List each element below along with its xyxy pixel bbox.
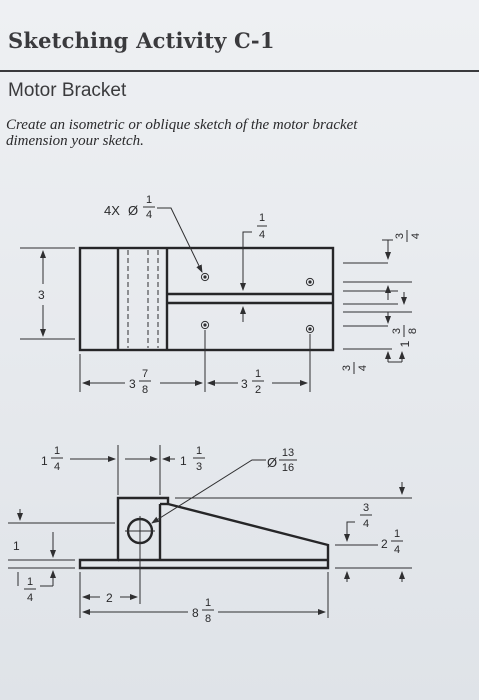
- dim-upright-offset: 1 1 3: [162, 445, 205, 473]
- dim-front-right: 3 4 2 1 4: [175, 482, 412, 582]
- front-view: 1 1 4 1 1 3 Ø 13 16: [8, 445, 412, 625]
- dim-whole: 3: [241, 377, 248, 391]
- dim-hole-diameter: Ø 13 16: [151, 447, 297, 524]
- instructions-line-1: Create an isometric or oblique sketch of…: [6, 117, 358, 133]
- dim-num: 13: [282, 447, 294, 459]
- dim-num: 3: [341, 365, 353, 371]
- dim-num: 3: [394, 233, 406, 239]
- hole-center: [308, 327, 312, 331]
- mounting-hole: [200, 272, 210, 282]
- dim-den: 8: [407, 328, 419, 334]
- leader-line: [151, 459, 266, 524]
- dim-den: 4: [394, 544, 400, 556]
- dim-num: 1: [205, 597, 211, 609]
- dim-den: 8: [205, 613, 211, 625]
- instructions-line-2: dimension your sketch.: [6, 133, 144, 149]
- dim-right-bottom: 3 4: [341, 362, 369, 374]
- instructions: Create an isometric or oblique sketch of…: [6, 117, 479, 149]
- dim-den: 4: [357, 365, 369, 371]
- callout-prefix: 4X: [104, 203, 120, 218]
- dim-num: 1: [54, 445, 60, 457]
- title-rule: [0, 70, 479, 72]
- callout-den: 4: [146, 209, 152, 221]
- dim-den: 4: [410, 233, 422, 239]
- dim-left-height: 1: [13, 539, 20, 553]
- dim-right-top: 3 4: [394, 230, 422, 242]
- dim-text: 3: [38, 288, 45, 302]
- mounting-hole: [305, 277, 315, 287]
- dim-den: 8: [142, 384, 148, 396]
- hole-center: [203, 323, 207, 327]
- dim-den: 4: [54, 461, 60, 473]
- mounting-hole: [305, 324, 315, 334]
- dim-num: 1: [394, 528, 400, 540]
- dim-den: 3: [196, 461, 202, 473]
- callout-num: 1: [146, 194, 152, 206]
- mounting-hole: [200, 320, 210, 330]
- dim-upright-width: 2: [106, 591, 113, 605]
- dim-right-stack: 3 4 1 3 8 3 4: [341, 230, 422, 374]
- dim-whole: 1: [398, 340, 412, 347]
- dim-den: 4: [363, 518, 369, 530]
- activity-subtitle: Motor Bracket: [8, 80, 127, 101]
- dim-num: 1: [196, 445, 202, 457]
- hole-center: [203, 275, 207, 279]
- hole-callout: 4X Ø 1 4: [104, 194, 203, 273]
- dim-whole: 2: [381, 537, 388, 551]
- top-view: 4X Ø 1 4 1 4 3: [20, 194, 422, 396]
- dim-front-bottom: 2 8 1 8: [79, 546, 329, 625]
- dim-num: 3: [391, 328, 403, 334]
- dim-den: 2: [255, 384, 261, 396]
- dim-left-length: 3 7 8: [79, 330, 311, 396]
- dim-num: 7: [142, 368, 148, 380]
- leader-line: [240, 231, 252, 291]
- dim-whole: 1: [180, 454, 187, 468]
- activity-title: Sketching Activity C-1: [8, 28, 275, 53]
- dim-front-left: 1 1 4: [8, 509, 115, 604]
- dim-mid-length: 3 1 2: [207, 368, 308, 396]
- diameter-symbol: Ø: [128, 203, 138, 218]
- dim-arrow: [344, 521, 355, 542]
- dim-den: 4: [259, 229, 265, 241]
- front-view-outline: [78, 496, 330, 570]
- dim-upright-thickness: 1 1 4: [41, 445, 161, 495]
- top-view-outline: [78, 246, 335, 352]
- dim-height: 3: [20, 247, 75, 340]
- dim-whole: 3: [129, 377, 136, 391]
- dim-num: 1: [259, 212, 265, 224]
- dim-num: 3: [363, 502, 369, 514]
- dim-num: 1: [27, 576, 33, 588]
- hole-center: [308, 280, 312, 284]
- diameter-symbol: Ø: [267, 455, 277, 470]
- dim-slot-depth: 1 4: [240, 212, 267, 322]
- dim-whole: 1: [41, 454, 48, 468]
- dim-den: 16: [282, 462, 294, 474]
- dim-num: 1: [255, 368, 261, 380]
- dim-den: 4: [27, 592, 33, 604]
- leader-line: [157, 207, 203, 273]
- dim-right-mid: 1 3 8: [391, 325, 419, 347]
- dim-whole: 8: [192, 606, 199, 620]
